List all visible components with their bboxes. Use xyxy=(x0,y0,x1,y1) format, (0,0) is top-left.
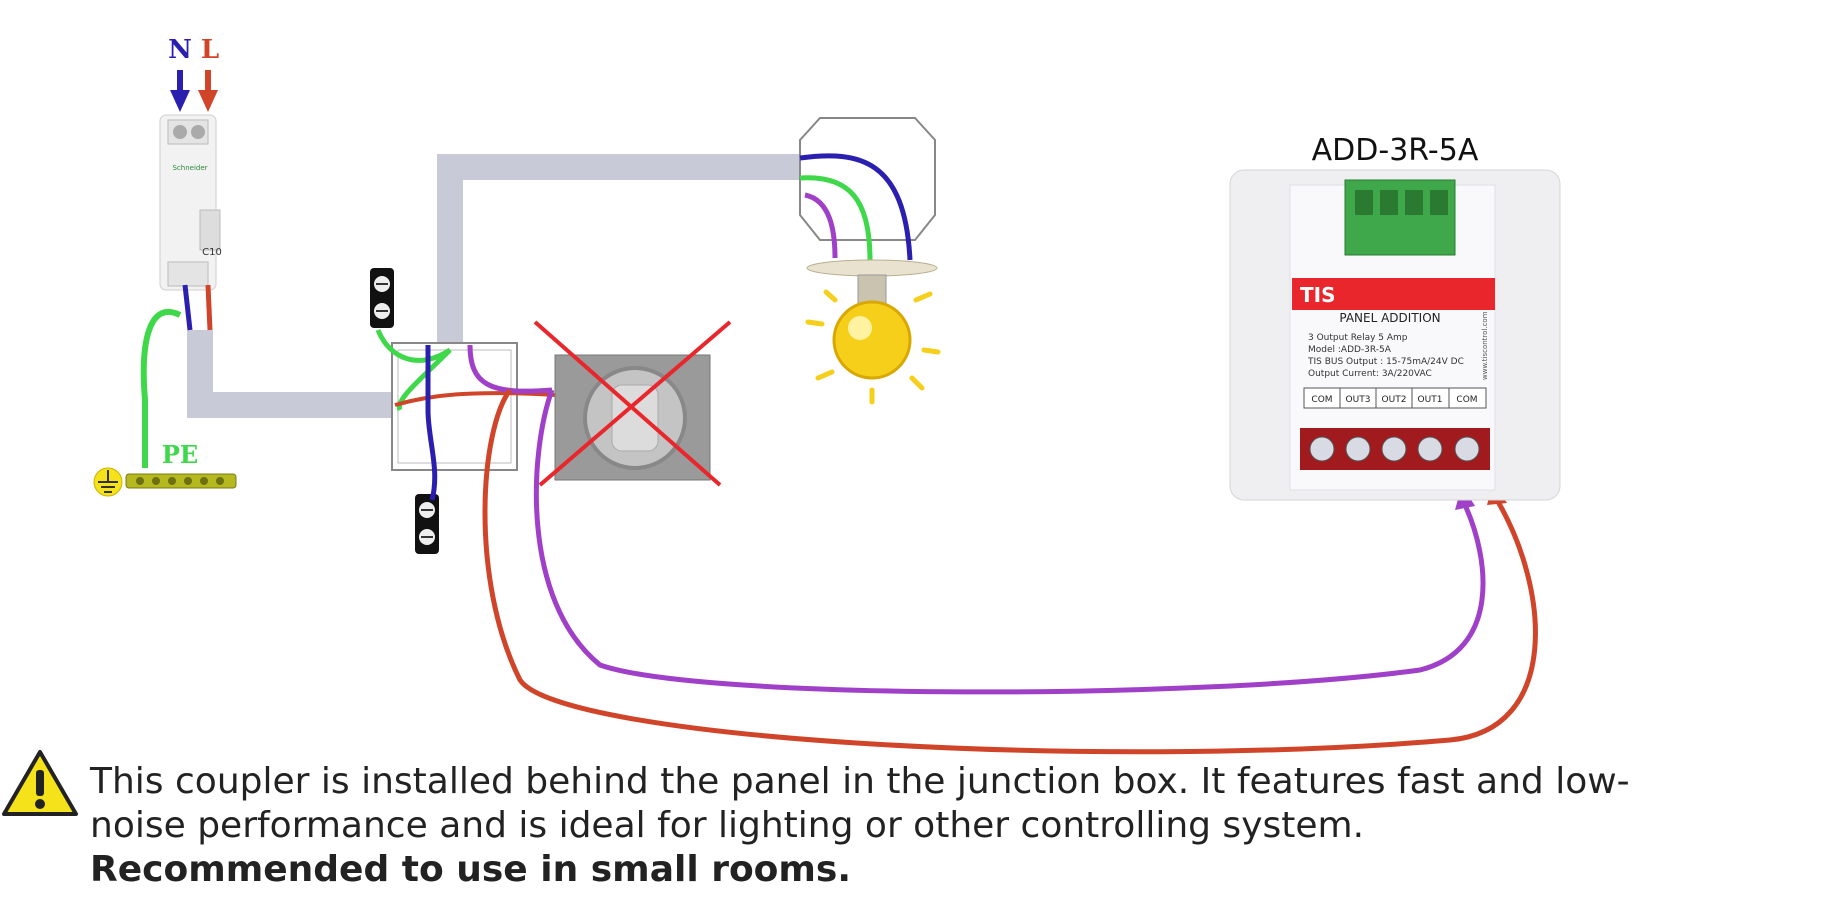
junction-box xyxy=(391,342,518,471)
installation-note: This coupler is installed behind the pan… xyxy=(90,760,1790,892)
terminal-labels: COM OUT3 OUT2 OUT1 COM xyxy=(1303,387,1487,409)
neutral-wire-breaker xyxy=(182,284,193,331)
panel-title: PANEL ADDITION xyxy=(1339,311,1440,325)
cross-icon xyxy=(533,320,732,487)
spec-line: Output Current: 3A/220VAC xyxy=(1308,369,1432,379)
conduit xyxy=(187,154,810,418)
panel-addition-module: TIS PANEL ADDITION 3 Output Relay 5 Amp … xyxy=(1229,169,1561,501)
neutral-arrow-icon xyxy=(170,70,190,112)
module-brand: TIS xyxy=(1300,283,1336,307)
spec-line: Model :ADD-3R-5A xyxy=(1308,345,1392,355)
terminal-label: OUT2 xyxy=(1382,395,1407,405)
earth-label: PE xyxy=(162,440,198,469)
spec-line: TIS BUS Output : 15-75mA/24V DC xyxy=(1307,357,1464,367)
breaker-rating: C10 xyxy=(202,247,222,258)
module-title: ADD-3R-5A xyxy=(1312,133,1479,168)
live-wire-field xyxy=(482,388,1538,755)
note-line: noise performance and is ideal for light… xyxy=(90,805,1365,846)
light-bulb-icon xyxy=(805,259,941,405)
terminal-connector xyxy=(370,268,394,328)
breaker-brand: Schneider xyxy=(172,164,207,172)
circuit-breaker: Schneider C10 xyxy=(159,114,222,291)
warning-icon xyxy=(2,750,78,816)
live-wire-breaker xyxy=(205,284,213,331)
live-arrow-icon xyxy=(198,70,218,112)
terminal-label: OUT1 xyxy=(1418,395,1443,405)
side-text: www.tiscontrol.com xyxy=(1481,311,1489,380)
note-emphasis: Recommended to use in small rooms. xyxy=(90,849,852,890)
terminal-label: COM xyxy=(1456,395,1477,405)
terminal-label: COM xyxy=(1311,395,1332,405)
removed-switch xyxy=(554,354,711,481)
terminal-label: OUT3 xyxy=(1346,395,1371,405)
note-line: This coupler is installed behind the pan… xyxy=(90,761,1630,802)
live-label: L xyxy=(201,35,219,65)
earth-bar xyxy=(93,467,237,497)
switched-wire-field xyxy=(533,389,1486,695)
neutral-label: N xyxy=(168,35,192,65)
terminal-connector xyxy=(415,494,439,554)
earth-wire xyxy=(140,308,182,468)
spec-line: 3 Output Relay 5 Amp xyxy=(1308,333,1408,343)
